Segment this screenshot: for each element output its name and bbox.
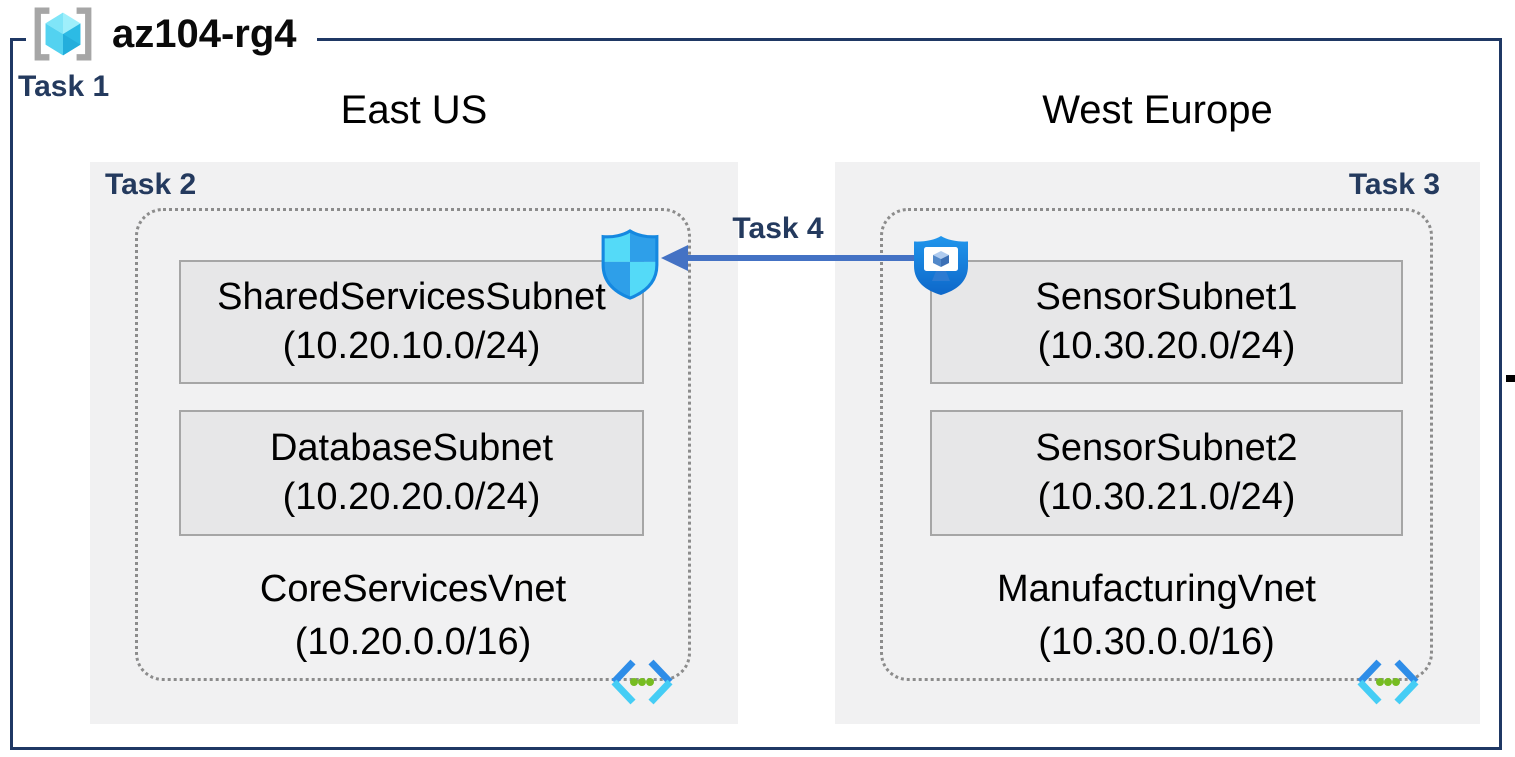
task1-label: Task 1	[18, 70, 110, 103]
vnet-manufacturing: SensorSubnet1 (10.30.20.0/24) SensorSubn…	[880, 208, 1433, 705]
subnet-name: SharedServicesSubnet	[217, 276, 606, 318]
subnet-sharedservices: SharedServicesSubnet (10.20.10.0/24)	[179, 260, 644, 384]
task2-label: Task 2	[105, 168, 197, 201]
vnet-label: CoreServicesVnet (10.20.0.0/16)	[138, 563, 688, 669]
subnet-cidr: (10.20.20.0/24)	[282, 476, 541, 518]
resource-group-frame	[10, 38, 1502, 750]
resource-group-icon	[30, 5, 112, 63]
subnet-name: SensorSubnet1	[1035, 276, 1298, 318]
peering-arrow	[658, 240, 948, 276]
subnet-cidr: (10.30.20.0/24)	[1037, 325, 1296, 367]
network-security-group-shield-icon	[599, 227, 661, 301]
vnet-name: CoreServicesVnet	[259, 568, 567, 610]
region-label-west-europe: West Europe	[1042, 88, 1273, 132]
stray-dash	[1506, 375, 1515, 382]
subnet-sensor1: SensorSubnet1 (10.30.20.0/24)	[930, 260, 1403, 384]
subnet-cidr: (10.20.10.0/24)	[282, 325, 541, 367]
resource-group-titlebar: az104-rg4	[26, 2, 317, 66]
subnet-name: DatabaseSubnet	[269, 427, 554, 469]
virtual-network-icon	[1353, 657, 1423, 707]
region-label-east-us: East US	[340, 88, 488, 132]
virtual-network-icon	[607, 657, 677, 707]
subnet-cidr: (10.30.21.0/24)	[1037, 476, 1296, 518]
subnet-database: DatabaseSubnet (10.20.20.0/24)	[179, 410, 644, 536]
vnet-coreservices: SharedServicesSubnet (10.20.10.0/24) Dat…	[135, 208, 691, 705]
subnet-sensor2: SensorSubnet2 (10.30.21.0/24)	[930, 410, 1403, 536]
vnet-cidr: (10.30.0.0/16)	[1038, 621, 1275, 663]
subnet-name: SensorSubnet2	[1035, 427, 1298, 469]
task3-label: Task 3	[1348, 168, 1440, 201]
vnet-label: ManufacturingVnet (10.30.0.0/16)	[883, 563, 1430, 669]
task4-label: Task 4	[732, 212, 824, 245]
vnet-name: ManufacturingVnet	[997, 568, 1316, 610]
shield-monitor-icon	[909, 234, 973, 296]
vnet-cidr: (10.20.0.0/16)	[294, 621, 532, 663]
resource-group-name: az104-rg4	[112, 11, 297, 56]
